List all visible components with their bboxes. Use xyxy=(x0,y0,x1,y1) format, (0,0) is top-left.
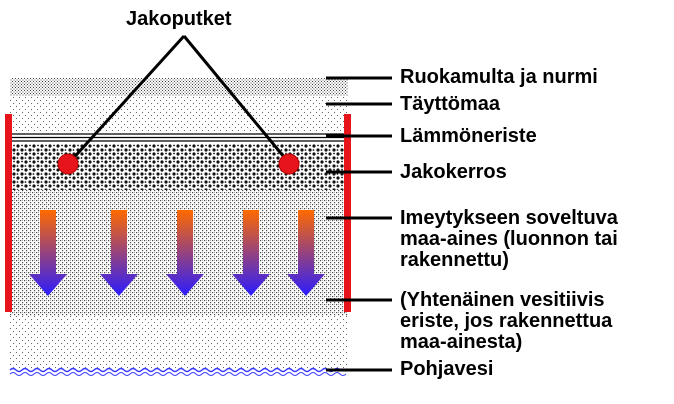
barrier-label-line: eriste, jos rakennettua xyxy=(400,310,613,332)
flow-down-arrow-icon xyxy=(29,210,67,296)
layer-label-distribution: Jakokerros xyxy=(400,161,507,183)
label-leader-lines xyxy=(326,76,392,372)
infiltration-label-line: rakennettu) xyxy=(400,249,509,271)
layer-label-topsoil: Ruokamulta ja nurmi xyxy=(400,66,598,88)
barrier-label-line: maa-ainesta) xyxy=(400,331,523,353)
infiltration-label-line: Imeytykseen soveltuva xyxy=(400,207,618,229)
subsoil-layer xyxy=(10,316,348,368)
flow-down-arrow-icon xyxy=(287,210,325,296)
pipe-cross-section-icon xyxy=(278,153,300,175)
infiltration-label: Imeytykseen soveltuva maa-aines (luonnon… xyxy=(400,208,618,271)
groundwater-label: Pohjavesi xyxy=(400,358,494,380)
flow-down-arrow-icon xyxy=(166,210,204,296)
layer-label-fill: Täyttömaa xyxy=(400,93,501,115)
left-barrier-wall xyxy=(5,114,12,312)
flow-down-arrow-icon xyxy=(100,210,138,296)
pipe-pointer-lines xyxy=(67,34,291,165)
fill-layer xyxy=(10,96,348,132)
barrier-label-line: (Yhtenäinen vesitiivis xyxy=(400,289,605,311)
groundwater-line-secondary xyxy=(9,372,347,376)
infiltration-label-line: maa-aines (luonnon tai xyxy=(400,228,618,250)
barrier-label: (Yhtenäinen vesitiivis eriste, jos raken… xyxy=(400,290,612,353)
flow-down-arrow-icon xyxy=(232,210,270,296)
pipe-cross-section-icon xyxy=(57,153,79,175)
groundwater-line xyxy=(9,367,341,373)
layer-label-insulation: Lämmöneriste xyxy=(400,125,537,147)
pipes-title: Jakoputket xyxy=(126,8,232,30)
right-barrier-wall xyxy=(344,114,351,312)
insulation-layer xyxy=(10,133,348,142)
topsoil-layer xyxy=(10,78,348,96)
